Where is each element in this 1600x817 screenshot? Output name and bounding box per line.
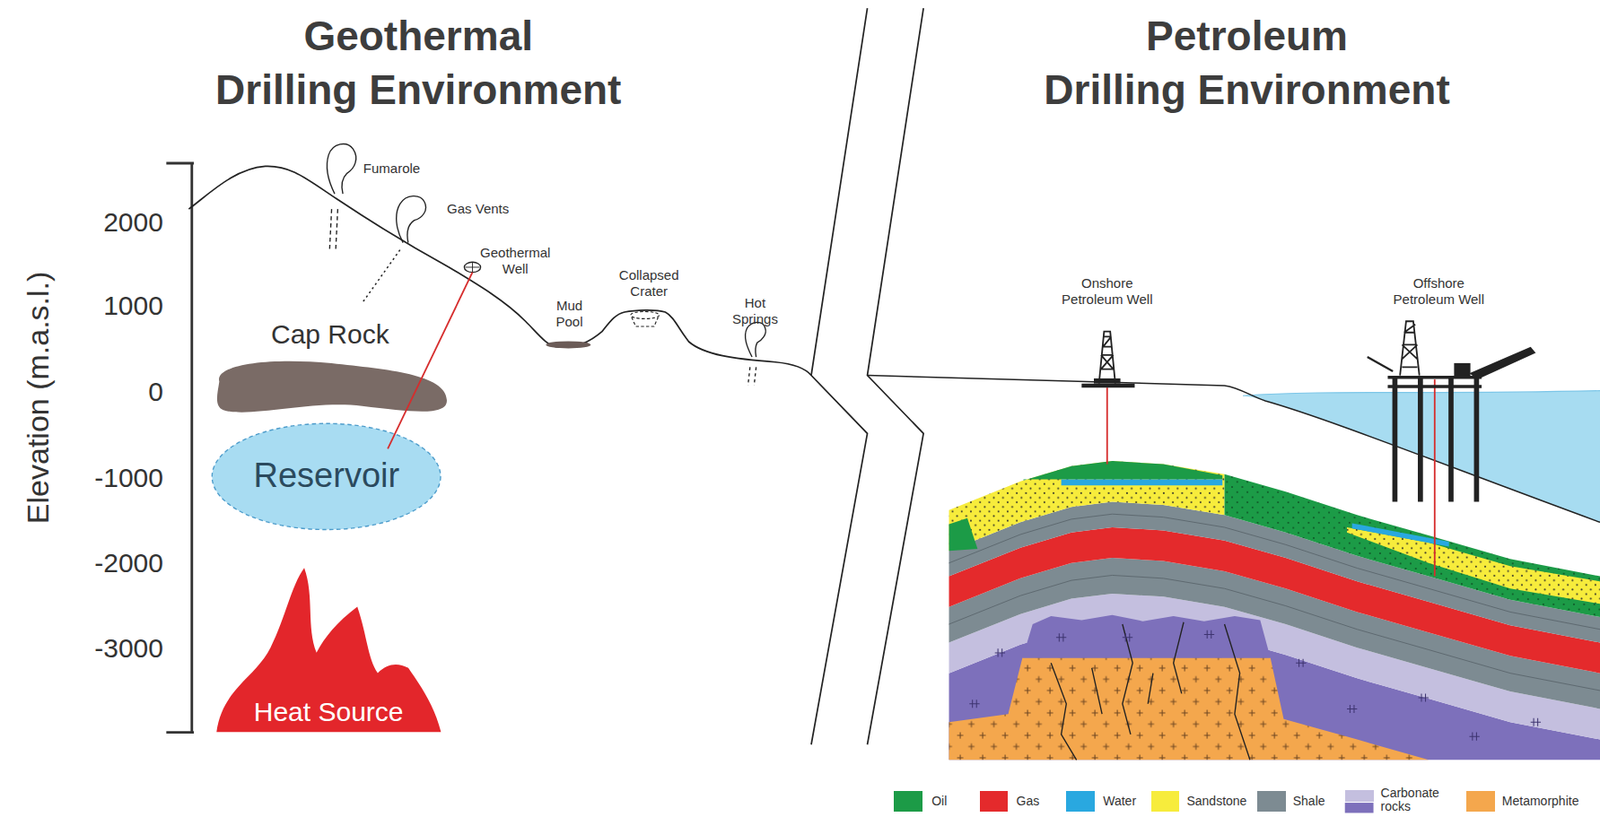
axis-line xyxy=(166,163,194,734)
legend-swatch-dark xyxy=(1345,803,1374,814)
node-text: Heat Source xyxy=(253,697,404,729)
legend-text: Oil xyxy=(931,795,947,809)
feature-label: Mud Pool xyxy=(552,297,586,331)
gas-vent-plume xyxy=(396,196,427,244)
reservoir: Reservoir xyxy=(209,421,443,533)
legend-swatch xyxy=(1345,790,1374,803)
line-spacer xyxy=(1351,9,1453,62)
carbonate-symbol xyxy=(969,630,1541,742)
feature-label: Geothermal Well xyxy=(477,244,554,278)
legend-swatch xyxy=(1257,791,1286,813)
terrain-profile xyxy=(188,166,812,376)
legend-swatch xyxy=(979,791,1009,813)
node-text: Reservoir xyxy=(253,456,401,497)
mud-pool xyxy=(545,340,591,349)
crater-rim xyxy=(630,311,660,319)
onshore-rig-base xyxy=(1081,384,1135,389)
hot-spring-conduit xyxy=(748,367,757,385)
fumarole-conduit xyxy=(329,209,338,250)
fumarole-plume xyxy=(326,144,356,195)
line-spacer xyxy=(1040,9,1143,62)
heat-source-outline xyxy=(216,568,441,733)
onshore-derrick xyxy=(1099,332,1116,385)
legend-swatch xyxy=(1466,791,1496,813)
line-spacer xyxy=(1136,275,1156,290)
tick-label: -3000 xyxy=(94,632,164,665)
tick-label: -1000 xyxy=(94,462,164,495)
legend-text: Sandstone xyxy=(1186,795,1247,809)
legend-swatch xyxy=(1151,791,1181,813)
legend-text: Carbonate rocks xyxy=(1381,786,1446,814)
cap-rock-outline xyxy=(217,360,447,412)
heat-source: Heat Source xyxy=(214,566,444,735)
basement-fracture xyxy=(1050,622,1251,761)
line-spacer xyxy=(729,295,742,310)
reservoir-outline xyxy=(212,423,442,530)
legend-text: Water xyxy=(1102,795,1137,809)
well-label: Onshore Petroleum Well xyxy=(1058,275,1156,308)
well-label: Offshore Petroleum Well xyxy=(1390,275,1487,308)
platform-module xyxy=(1453,363,1470,377)
section-heading: Petroleum Drilling Environment xyxy=(1040,9,1453,118)
offshore-well-path xyxy=(1433,379,1436,578)
oil-corner xyxy=(949,518,979,551)
feature-label: Collapsed Crater xyxy=(616,267,682,300)
tick-label: 2000 xyxy=(103,206,164,239)
tick-label: -2000 xyxy=(94,547,164,580)
shale-lamination xyxy=(949,514,1600,630)
legend-text: Metamorphite xyxy=(1502,795,1580,809)
platform-deck xyxy=(1387,377,1482,387)
feature-label: Hot Springs xyxy=(729,295,781,328)
line-spacer xyxy=(1058,275,1078,290)
water-band xyxy=(1061,480,1224,487)
feature-label: Gas Vents xyxy=(446,201,509,218)
platform-crane xyxy=(1468,347,1536,380)
platform-legs xyxy=(1394,377,1477,503)
node-text: Cap Rock xyxy=(271,319,390,351)
line-spacer xyxy=(769,295,781,310)
geothermal-well-path xyxy=(387,272,473,450)
onshore-rig-floor xyxy=(1093,378,1121,385)
sandstone-wedge xyxy=(1346,527,1600,604)
oil-cap xyxy=(1023,461,1224,481)
legend-text: Shale xyxy=(1293,795,1326,809)
offshore-derrick xyxy=(1399,321,1420,376)
wellhead-symbol xyxy=(465,262,481,272)
legend-swatch xyxy=(893,791,923,813)
axis-title: Elevation (m.a.s.l.) xyxy=(20,271,58,525)
sandstone-layer xyxy=(949,461,1225,551)
wellhead-symbol xyxy=(463,262,481,272)
line-spacer xyxy=(536,9,625,62)
oil-layer xyxy=(1224,474,1600,618)
section-heading: Geothermal Drilling Environment xyxy=(212,9,625,118)
platform-helideck xyxy=(1367,357,1393,372)
gas-vent-conduit xyxy=(362,250,401,304)
hot-spring-plume xyxy=(745,322,767,358)
line-spacer xyxy=(1468,275,1487,290)
onshore-well-path xyxy=(1106,387,1109,464)
tick-label: 0 xyxy=(148,375,164,409)
legend-swatch xyxy=(1066,791,1095,813)
line-spacer xyxy=(1390,275,1409,290)
feature-label: Fumarole xyxy=(363,160,420,177)
tick-label: 1000 xyxy=(103,289,164,323)
line-spacer xyxy=(212,9,301,62)
legend-text: Gas xyxy=(1016,795,1041,809)
crater-bowl xyxy=(631,317,659,327)
cap-rock: Cap Rock xyxy=(209,318,451,419)
